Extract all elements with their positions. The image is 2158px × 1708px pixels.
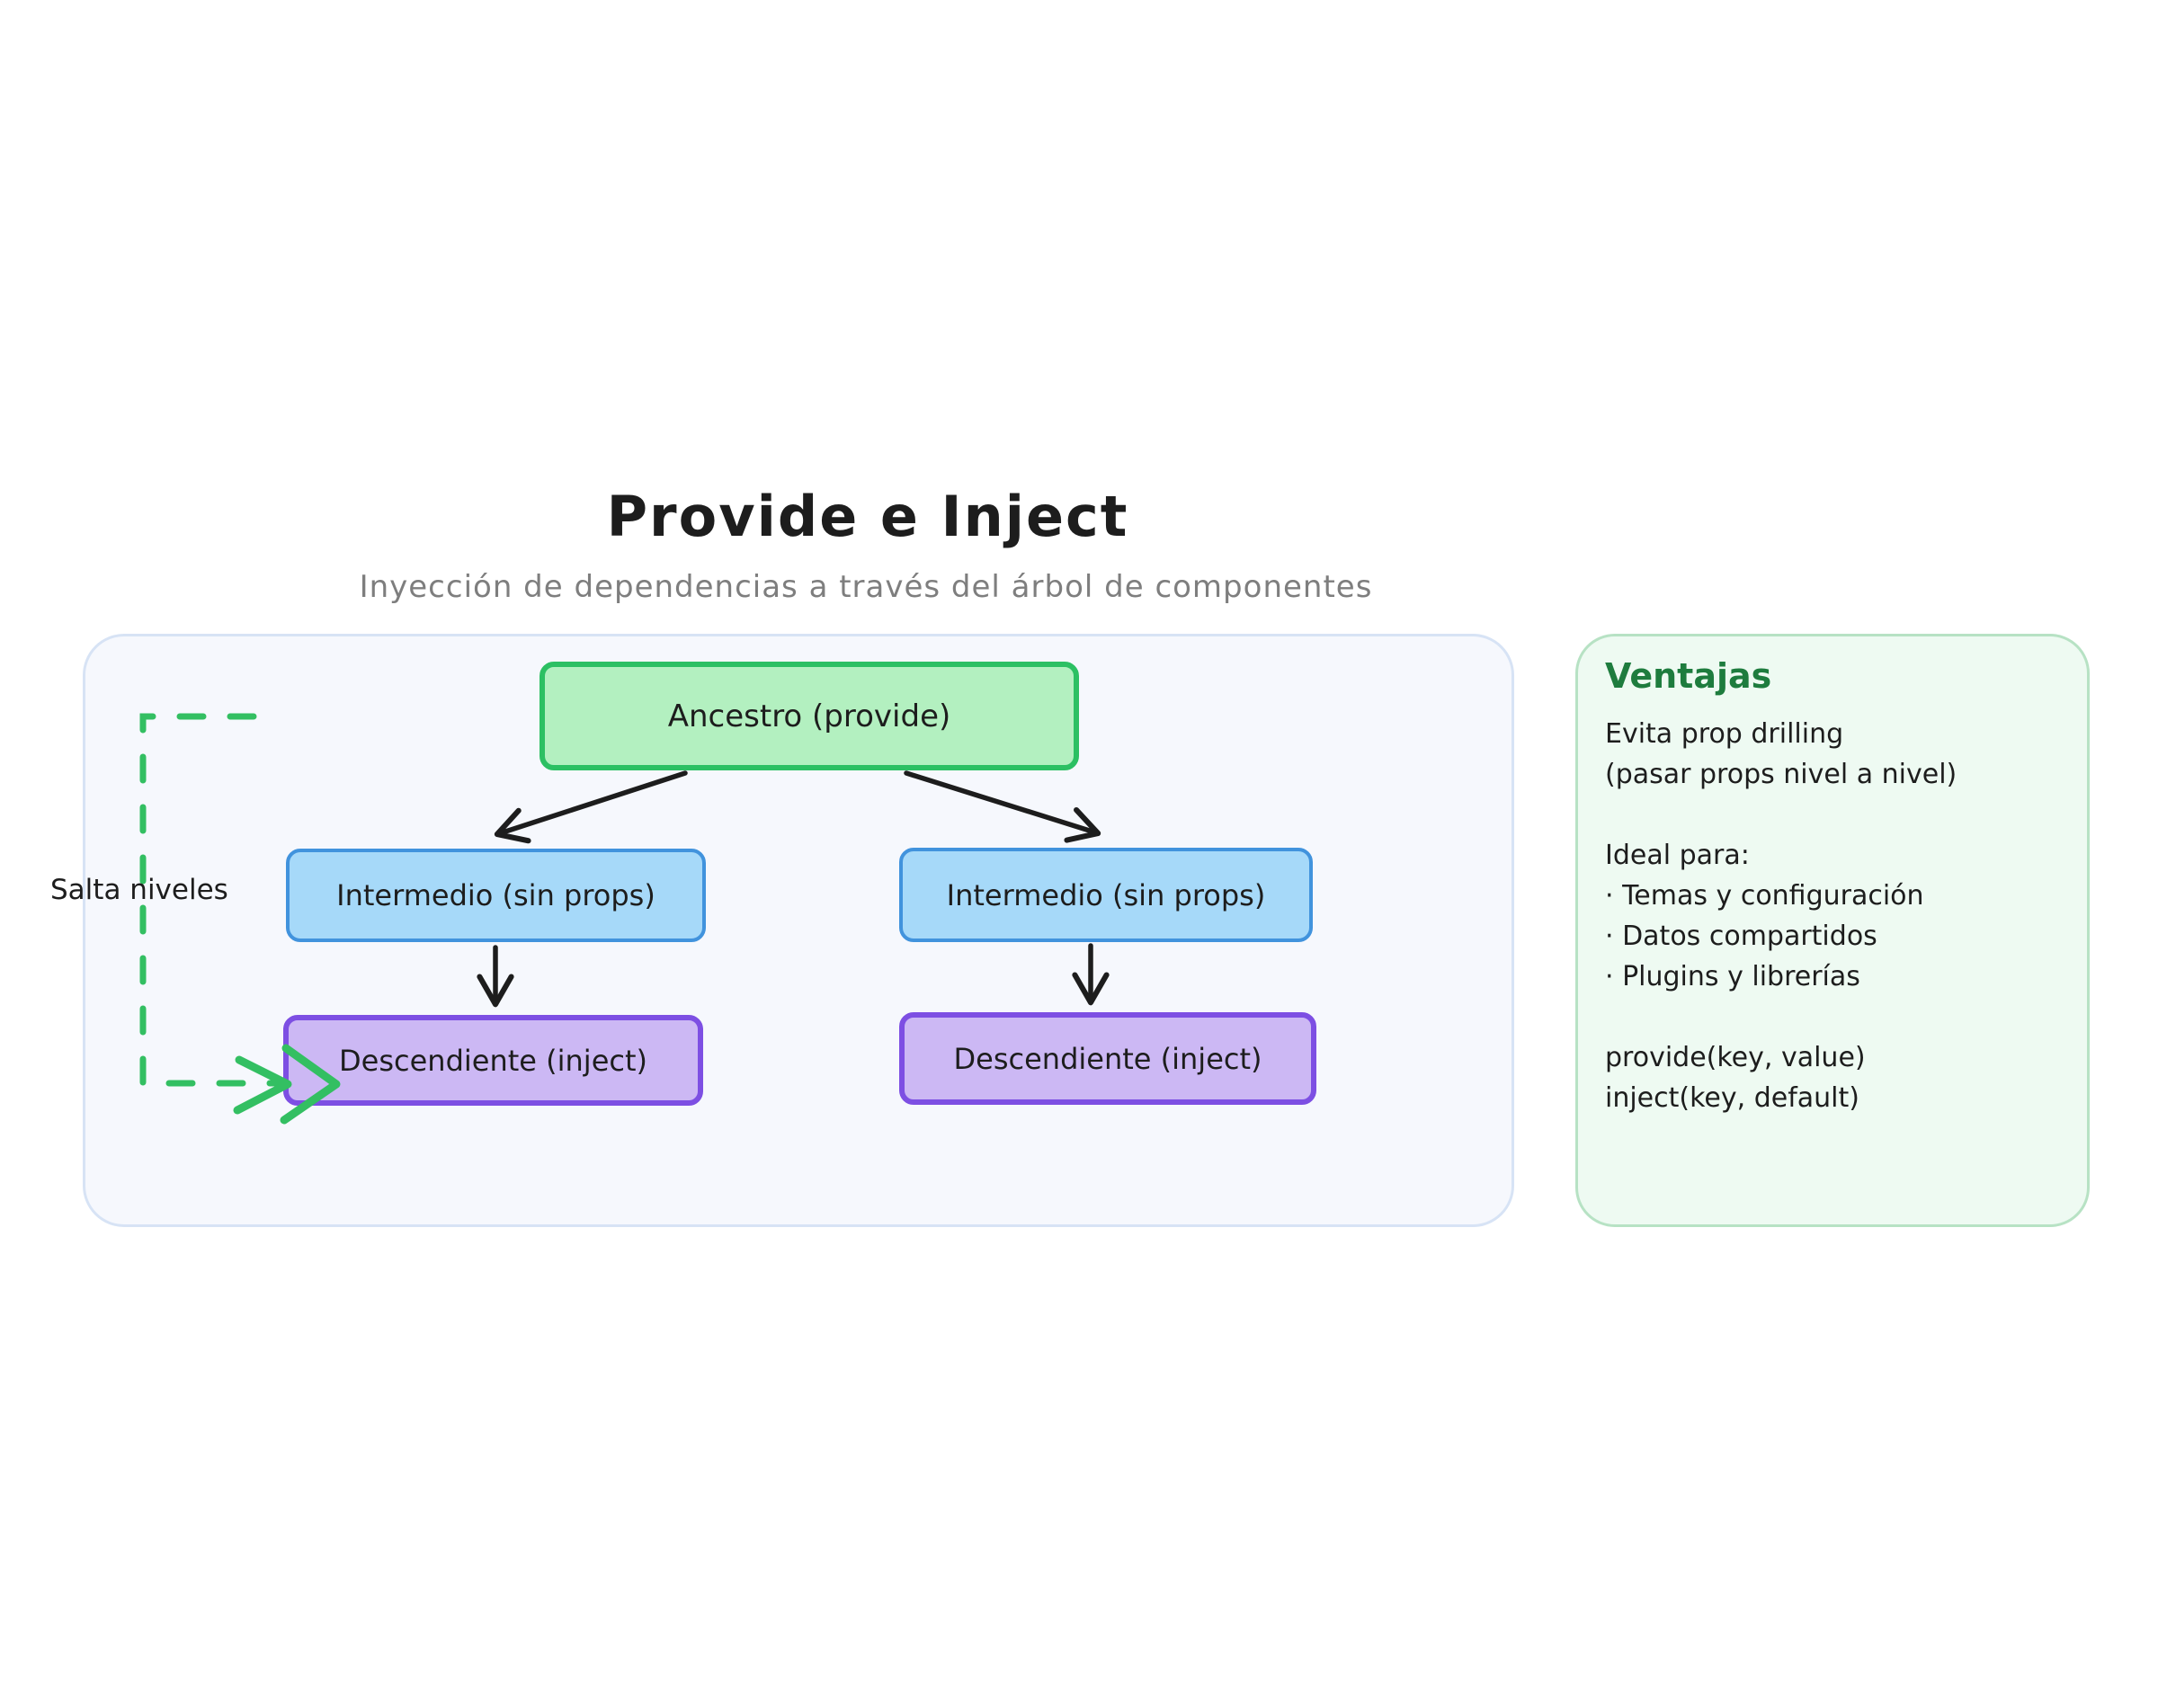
advantages-panel-heading: Ventajas <box>1605 656 1772 696</box>
panel-line: provide(key, value) <box>1605 1042 1866 1073</box>
panel-line: inject(key, default) <box>1605 1082 1859 1114</box>
node-intermediate-left: Intermedio (sin props) <box>286 849 706 942</box>
panel-line: · Temas y configuración <box>1605 880 1924 912</box>
panel-line <box>1605 997 2074 1037</box>
panel-line: (pasar props nivel a nivel) <box>1605 759 1957 790</box>
panel-line: · Plugins y librerías <box>1605 961 1860 992</box>
node-ancestor-provide: Ancestro (provide) <box>540 662 1079 770</box>
node-descendant-left: Descendiente (inject) <box>283 1015 703 1106</box>
advantages-panel: Ventajas Evita prop drilling (pasar props… <box>1575 634 2090 1227</box>
advantages-panel-body: Evita prop drilling (pasar props nivel a … <box>1605 714 2074 1118</box>
skip-levels-label: Salta niveles <box>50 874 228 906</box>
page-subtitle: Inyección de dependencias a través del á… <box>359 569 1373 605</box>
panel-line: Ideal para: <box>1605 840 1750 871</box>
panel-line <box>1605 795 2074 835</box>
node-intermediate-right: Intermedio (sin props) <box>899 848 1313 942</box>
panel-line: · Datos compartidos <box>1605 921 1877 952</box>
node-descendant-right: Descendiente (inject) <box>899 1012 1316 1105</box>
page-title: Provide e Inject <box>606 484 1129 549</box>
panel-line: Evita prop drilling <box>1605 718 1844 750</box>
